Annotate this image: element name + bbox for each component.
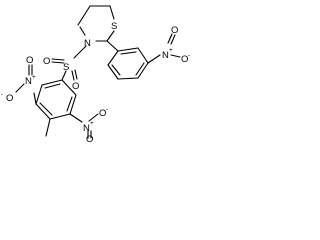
atom-o-sulfonyl-top: O [43, 56, 50, 67]
nitro-group-bottom [69, 113, 99, 139]
charge-plus-nitro-bottom: + [90, 120, 94, 127]
atom-n-nitro-bottom: N [83, 123, 90, 134]
atom-o-nitro-bottom-side: O [99, 108, 106, 119]
charge-minus-nitro-left: - [1, 91, 3, 98]
atom-o-nitro-left-side: O [6, 93, 13, 104]
nitrophenyl-ring [107, 47, 149, 80]
toluene-ring [35, 79, 77, 120]
atom-o-nitro-left-top: O [26, 55, 33, 66]
atom-o-nitro-bottom-low: O [86, 134, 93, 142]
atom-o-nitro-right-bottom: O [181, 54, 188, 65]
atom-s-sulfonyl: S [63, 62, 69, 73]
charge-plus-nitro-left: + [32, 74, 36, 81]
charge-plus-nitro-right: + [169, 47, 173, 54]
sulfonyl-oxygens [51, 58, 78, 81]
nitro-group-right [147, 33, 181, 64]
atom-o-nitro-right-top: O [171, 25, 178, 36]
methyl-bond [45, 118, 51, 137]
thiazolidine-ring [77, 5, 115, 42]
charge-minus-nitro-bottom: - [106, 106, 108, 113]
atom-n-ring: N [84, 38, 91, 49]
nitro-group-left [15, 64, 37, 105]
c2-aryl-bond [106, 40, 119, 52]
charge-minus-nitro-right: - [188, 52, 190, 59]
structure-diagram: S N S O O N + O O - N + O O - N + O - O [1, 5, 190, 142]
atom-n-nitro-right: N [162, 50, 169, 61]
s-aryl-bond [61, 70, 67, 81]
atom-n-nitro-left: N [25, 76, 32, 87]
atom-o-sulfonyl-bottom: O [72, 81, 79, 92]
atom-s-ring: S [111, 21, 117, 32]
n-s-bond [73, 45, 87, 59]
